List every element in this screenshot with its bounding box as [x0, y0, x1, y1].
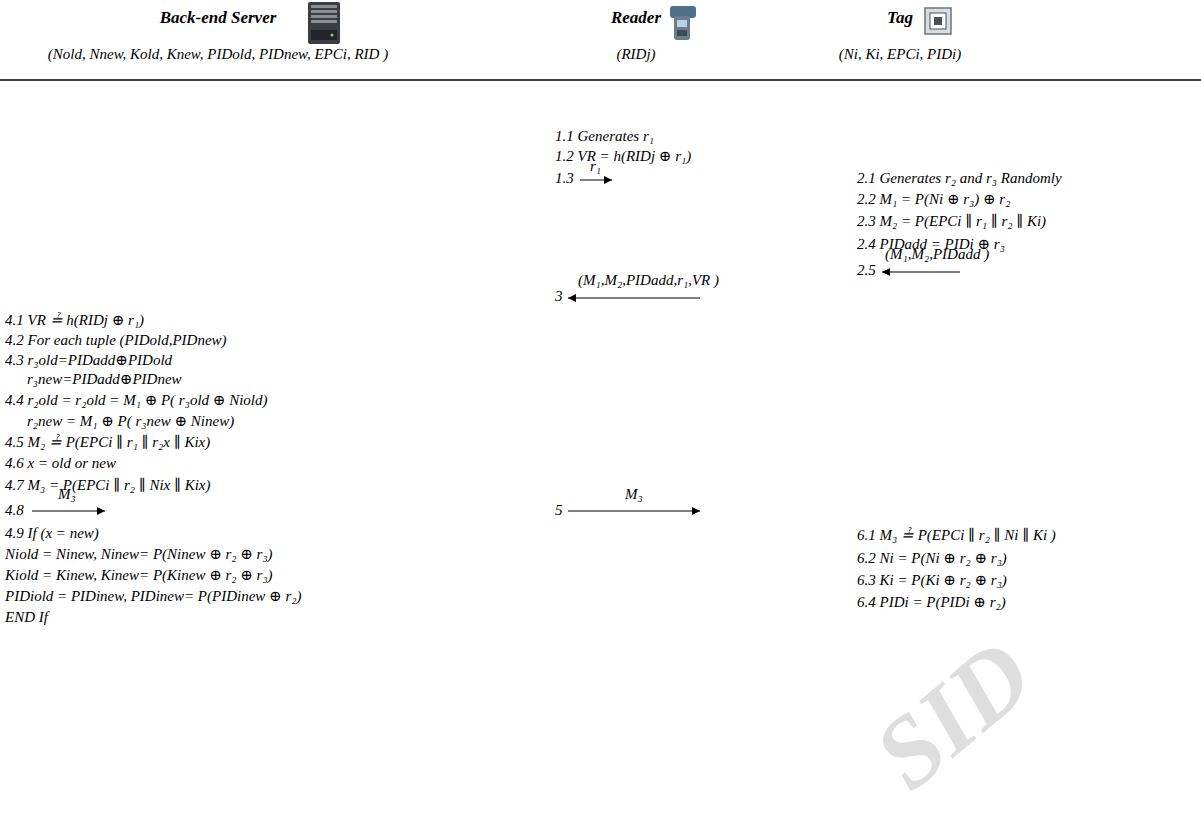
header-rule	[0, 79, 1201, 81]
protocol-step: 4.9 If (x = new)	[5, 525, 99, 542]
participant-name: Tag	[839, 8, 962, 28]
protocol-step: 2.2 M₁ = P(Ni ⊕ r₃) ⊕ r₂	[857, 191, 1010, 208]
protocol-step: Kiold = Kinew, Kinew= P(Kinew ⊕ r₂ ⊕ r₃)	[5, 567, 273, 584]
protocol-step: 4.3 r₃old=PIDadd⊕PIDold	[5, 352, 172, 369]
participant: Tag (Ni, Ki, EPCi, PIDi)	[835, 6, 966, 65]
message-label: r₁	[590, 158, 601, 175]
watermark: SID	[857, 623, 1049, 807]
protocol-step: 4.7 M₃ = P(EPCi ∥ r₂ ∥ Nix ∥ Kix)	[5, 477, 210, 494]
protocol-step: 1.1 Generates r₁	[555, 128, 654, 145]
message-arrow	[32, 511, 105, 512]
message-label: M₃	[58, 486, 76, 503]
protocol-step: 2.1 Generates r₂ and r₃ Randomly	[857, 170, 1062, 187]
protocol-step: 6.4 PIDi = P(PIDi ⊕ r₂)	[857, 594, 1006, 611]
message-arrow	[580, 180, 612, 181]
participant: Back-end Server (Nold, Nnew, Kold, Knew, …	[44, 6, 392, 65]
server-icon	[308, 2, 340, 44]
participant-name: Back-end Server	[48, 8, 388, 28]
protocol-step: 4.5 M₂ ≟ P(EPCi ∥ r₁ ∥ r₂x ∥ Kix)	[5, 434, 210, 451]
protocol-step: PIDiold = PIDinew, PIDinew= P(PIDinew ⊕ …	[5, 588, 301, 605]
participant-variables: (RIDj)	[611, 46, 661, 63]
participant-variables: (Ni, Ki, EPCi, PIDi)	[839, 46, 962, 63]
protocol-step: 6.1 M₃ ≟ P(EPCi ∥ r₂ ∥ Ni ∥ Ki )	[857, 527, 1056, 544]
protocol-step: 4.6 x = old or new	[5, 455, 116, 472]
participant-name: Reader	[611, 8, 661, 28]
message-arrow	[882, 272, 960, 273]
protocol-step: 6.3 Ki = P(Ki ⊕ r₂ ⊕ r₃)	[857, 572, 1007, 589]
protocol-step: END If	[5, 609, 48, 626]
protocol-step: 4.4 r₂old = r₂old = M₁ ⊕ P( r₃old ⊕ Niol…	[5, 392, 268, 409]
message-arrow	[568, 298, 700, 299]
protocol-step: 1.3	[555, 170, 574, 187]
protocol-step: r₃new=PIDadd⊕PIDnew	[27, 371, 182, 388]
protocol-step: 4.8	[5, 502, 24, 519]
message-label: M₃	[625, 486, 643, 503]
participant-variables: (Nold, Nnew, Kold, Knew, PIDold, PIDnew,…	[48, 46, 388, 63]
message-arrow	[568, 511, 700, 512]
participant: Reader (RIDj)	[607, 6, 665, 65]
protocol-step: 2.5	[857, 262, 876, 279]
protocol-step: 3	[555, 288, 563, 305]
reader-icon	[670, 6, 696, 40]
protocol-step: 4.2 For each tuple (PIDold,PIDnew)	[5, 332, 227, 349]
protocol-step: Niold = Ninew, Ninew= P(Ninew ⊕ r₂ ⊕ r₃)	[5, 546, 273, 563]
message-label: (M₁,M₂,PIDadd )	[885, 246, 989, 263]
tag-icon	[925, 8, 951, 34]
protocol-step: 5	[555, 502, 563, 519]
protocol-step: 2.3 M₂ = P(EPCi ∥ r₁ ∥ r₂ ∥ Ki)	[857, 213, 1046, 230]
protocol-step: 6.2 Ni = P(Ni ⊕ r₂ ⊕ r₃)	[857, 550, 1007, 567]
protocol-step: 1.2 VR = h(RIDj ⊕ r₁)	[555, 148, 691, 165]
message-label: (M₁,M₂,PIDadd,r₁,VR )	[578, 272, 719, 289]
protocol-step: 4.1 VR ≟ h(RIDj ⊕ r₁)	[5, 312, 144, 329]
protocol-step: r₂new = M₁ ⊕ P( r₃new ⊕ Ninew)	[27, 413, 234, 430]
